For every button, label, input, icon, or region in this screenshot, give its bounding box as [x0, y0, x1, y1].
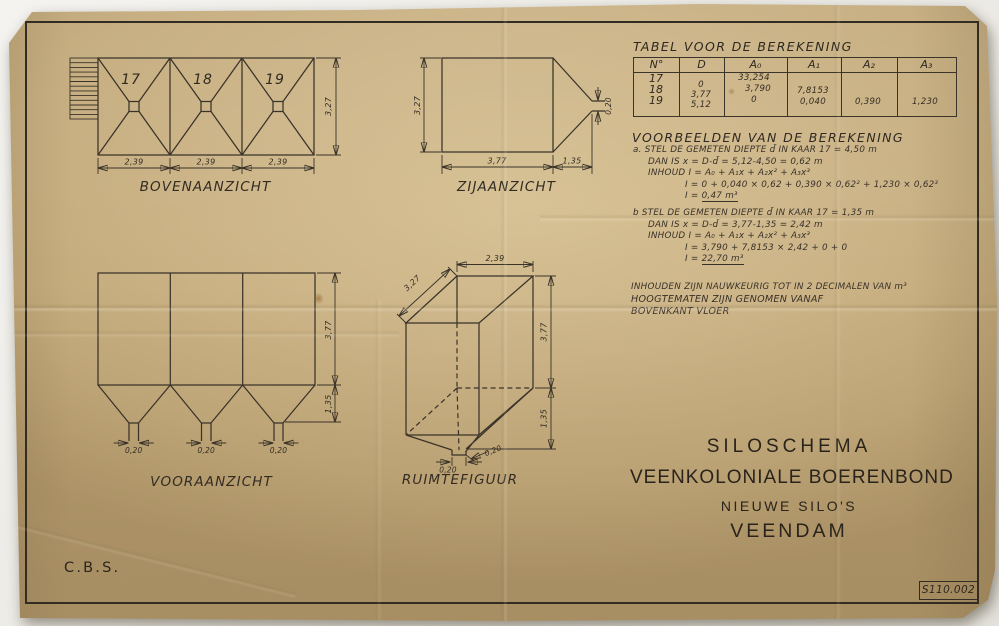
example-a-line4: I = 0 + 0,040 × 0,62 + 0,390 × 0,62² + 1…: [685, 179, 939, 190]
table-cell: 33,254: [738, 73, 770, 83]
table-cell: 17: [649, 72, 663, 85]
table-header-divider: [634, 72, 956, 73]
dim-label: 2,39: [268, 158, 287, 167]
example-b-line1: b STEL DE GEMETEN DIEPTE d̄ IN KAAR 17 =…: [633, 208, 875, 218]
example-b-line4: I = 3,790 + 7,8153 × 2,42 + 0 + 0: [685, 242, 848, 253]
col-header-no: N°: [649, 58, 664, 71]
dim-label: 3,27: [324, 96, 333, 116]
note-line3: BOVENKANT VLOER: [631, 306, 730, 318]
col-header-a0: A₀: [749, 58, 762, 71]
side-view-caption: ZIJAANZICHT: [457, 179, 556, 195]
example-a-result: I = 0,47 m³: [685, 191, 738, 203]
col-header-d: D: [697, 58, 706, 71]
top-view-caption: BOVENAANZICHT: [139, 179, 272, 195]
title-line-company: VEENKOLONIALE BOERENBOND: [630, 467, 954, 488]
col-header-a2: A₂: [863, 58, 875, 71]
drawing-frame-border: [25, 21, 979, 604]
example-b-result: I = 22,70 m³: [685, 254, 744, 266]
title-line-veendam: VEENDAM: [730, 520, 848, 542]
space-figure-caption: RUIMTEFIGUUR: [401, 472, 519, 488]
calculation-table: N° D A₀ A₁ A₂ A₃ 17 18 19 0 3,77 5,12 33…: [633, 57, 957, 117]
table-cell: 19: [649, 94, 663, 107]
dim-label: 3,77: [487, 157, 507, 166]
note-line2: HOOGTEMATEN ZIJN GENOMEN VANAF: [631, 293, 824, 305]
table-cell: 0,390: [854, 97, 882, 107]
example-a: a. STEL DE GEMETEN DIEPTE d̄ IN KAAR 17 …: [633, 145, 969, 203]
dim-label: 0,20: [125, 446, 143, 455]
silo-number-19: 19: [265, 72, 285, 88]
dim-label: 0,20: [604, 97, 613, 115]
dim-label: 2,39: [196, 158, 215, 167]
front-view-drawing: 0,20 0,20 0,20 3,77 1,35: [97, 272, 341, 455]
dim-label: 1,35: [562, 157, 581, 166]
space-figure-drawing: 2,39 3,27 3,77 1,35 0,20 0,20: [396, 254, 556, 475]
front-view-caption: VOORAANZICHT: [150, 474, 273, 490]
drawing-number-badge: S110.002: [919, 581, 978, 600]
table-cell: 18: [649, 83, 663, 96]
col-header-a1: A₁: [808, 58, 820, 71]
title-line-siloschema: SILOSCHEMA: [706, 436, 872, 457]
dim-label: 2,39: [485, 254, 504, 263]
table-cell: 3,790: [744, 84, 772, 94]
side-view-drawing: 3,27 3,77 1,35 0,20: [413, 57, 613, 174]
table-cell: 5,12: [690, 100, 712, 110]
table-cell: 7,8153: [797, 86, 829, 96]
silo-number-17: 17: [121, 72, 141, 88]
top-view-drawing: 17 18 19 2,39 2,39 2,39 3,27: [69, 57, 341, 174]
ladder-hatch-lines: [70, 62, 98, 115]
example-a-line3: INHOUD I = A₀ + A₁x + A₂x² + A₃x³: [648, 168, 811, 179]
table-cell: 0: [751, 95, 757, 105]
dim-label: 0,20: [197, 446, 215, 455]
silo-outlet-square: [272, 100, 284, 113]
table-cell: 1,230: [911, 97, 939, 107]
dim-label: 3,27: [413, 95, 422, 115]
silo-outlet-square: [200, 100, 212, 113]
example-b-result-value: 22,70 m³: [701, 254, 744, 266]
table-cell: 3,77: [690, 90, 712, 100]
example-a-result-value: 0,47 m³: [701, 191, 738, 203]
table-title: TABEL VOOR DE BEREKENING: [633, 39, 853, 54]
col-header-a3: A₃: [920, 58, 933, 71]
credit-cbs: C.B.S.: [64, 560, 121, 576]
silo-number-18: 18: [193, 72, 213, 88]
title-line-nieuwe-silos: NIEUWE SILO'S: [720, 498, 858, 514]
example-b: b STEL DE GEMETEN DIEPTE d̄ IN KAAR 17 =…: [633, 208, 969, 266]
dim-label: 0,20: [270, 446, 288, 455]
examples-title: VOORBEELDEN VAN DE BEREKENING: [632, 130, 904, 145]
example-b-line3: INHOUD I = A₀ + A₁x + A₂x² + A₃x³: [648, 231, 811, 242]
dim-label: 3,77: [324, 320, 333, 340]
dim-label: 1,35: [540, 409, 549, 428]
example-a-line2: DAN IS x = D-d̄ = 5,12-4,50 = 0,62 m: [648, 156, 823, 167]
dim-label: 1,35: [324, 394, 333, 413]
table-cell: 0,040: [799, 97, 827, 107]
ladder-hatch-outline: [69, 57, 99, 120]
dim-label: 2,39: [124, 158, 143, 167]
dim-label: 0,20: [483, 443, 503, 458]
note-line1: INHOUDEN ZIJN NAUWKEURIG TOT IN 2 DECIMA…: [631, 282, 908, 292]
dim-label: 0,20: [439, 466, 457, 475]
dim-label: 3,77: [540, 322, 549, 342]
dim-label: 3,27: [402, 273, 422, 293]
notes-block: INHOUDEN ZIJN NAUWKEURIG TOT IN 2 DECIMA…: [631, 281, 967, 319]
table-cell: 0: [698, 80, 704, 90]
example-a-line1: a. STEL DE GEMETEN DIEPTE d̄ IN KAAR 17 …: [633, 145, 878, 155]
silo-outlet-square: [128, 100, 140, 113]
example-b-line2: DAN IS x = D-d̄ = 3,77-1,35 = 2,42 m: [648, 219, 823, 230]
